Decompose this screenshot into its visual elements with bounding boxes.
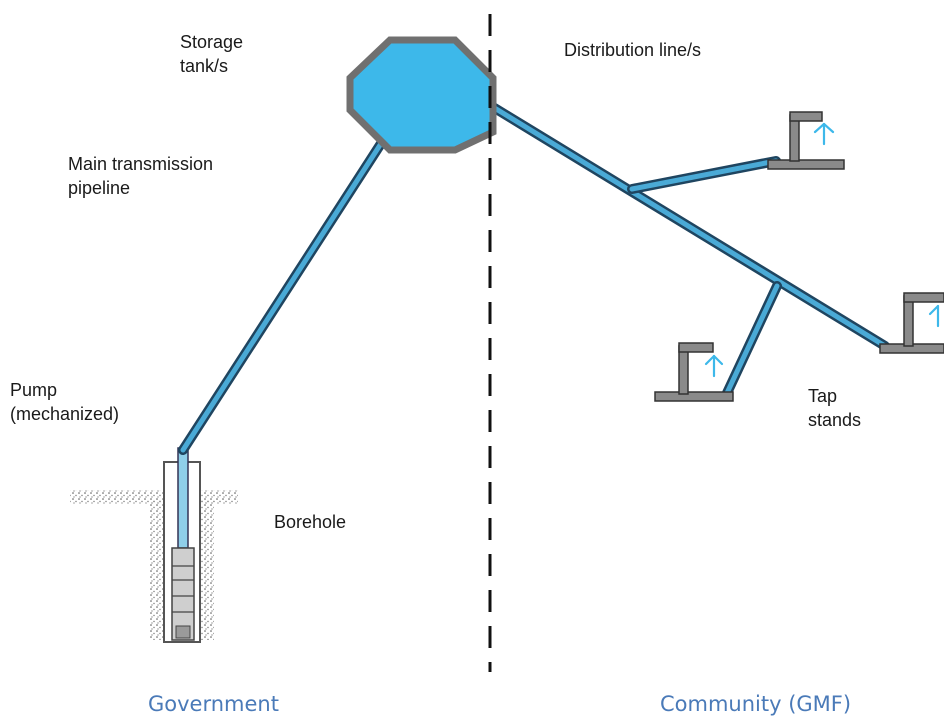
- water-spray-icon: [704, 354, 724, 378]
- tap-stand-right: [879, 292, 944, 354]
- borehole-soil-right: [200, 500, 214, 640]
- tap-stand-lower: [654, 342, 734, 402]
- borehole-label: Borehole: [274, 512, 347, 532]
- pump-label: Pump (mechanized): [10, 380, 120, 424]
- storage-tank-label: Storage tank/s: [180, 32, 244, 76]
- main-pipeline-label: Main transmission pipeline: [68, 154, 214, 198]
- water-spray-icon: [813, 122, 835, 146]
- distribution-branch-upper-fill: [629, 158, 779, 192]
- storage-tank: [346, 36, 497, 154]
- tap-stands-label: Tap stands: [808, 386, 862, 430]
- government-label: Government: [148, 692, 279, 716]
- distribution-branch-lower-fill: [724, 283, 780, 396]
- distribution-main-fill: [485, 101, 888, 349]
- tap-stand-upper: [767, 111, 845, 170]
- riser-pipe: [177, 447, 189, 549]
- borehole-soil-left: [150, 500, 164, 640]
- community-label: Community (GMF): [660, 692, 852, 716]
- pump-icon: [171, 547, 195, 641]
- main-pipeline-fill: [180, 139, 385, 453]
- water-spray-icon: [928, 304, 940, 328]
- distribution-lines-label: Distribution line/s: [564, 40, 702, 60]
